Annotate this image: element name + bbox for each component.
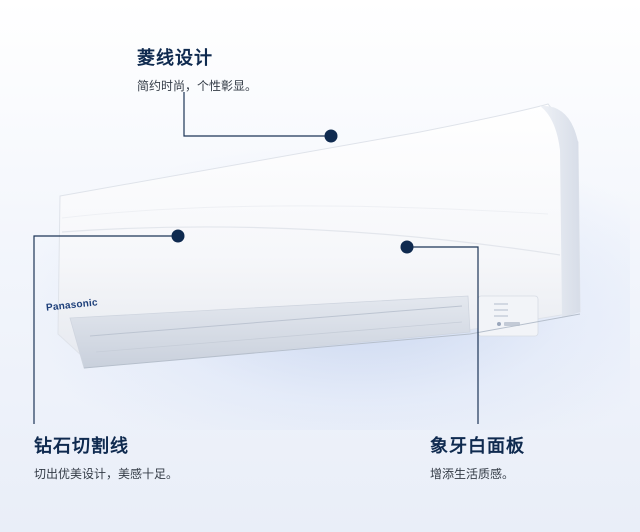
callout-dot-right bbox=[400, 240, 414, 254]
callout-line-right bbox=[407, 246, 479, 424]
callout-line-left bbox=[33, 235, 178, 424]
unit-shadow-edge bbox=[83, 313, 581, 369]
diamond-cut-line bbox=[61, 226, 561, 256]
callout-right: 象牙白面板 增添生活质感。 bbox=[430, 432, 525, 482]
callout-left: 钻石切割线 切出优美设计，美感十足。 bbox=[34, 432, 178, 482]
callout-top-title: 菱线设计 bbox=[137, 48, 213, 69]
callout-left-subtitle: 切出优美设计，美感十足。 bbox=[34, 467, 179, 481]
callout-top-subtitle: 简约时尚，个性彰显。 bbox=[137, 79, 258, 93]
vane-line-2 bbox=[95, 321, 463, 353]
unit-side-panel bbox=[540, 105, 580, 319]
callout-dot-top bbox=[324, 129, 338, 143]
display-dot bbox=[497, 322, 501, 326]
display-indicator bbox=[504, 322, 520, 326]
callout-dot-left bbox=[171, 229, 185, 243]
upper-crease bbox=[61, 205, 549, 219]
callout-right-subtitle: 增添生活质感。 bbox=[430, 467, 515, 481]
unit-bottom-vane bbox=[69, 295, 471, 369]
callout-top: 菱线设计 简约时尚，个性彰显。 bbox=[137, 44, 257, 94]
callout-left-title: 钻石切割线 bbox=[34, 436, 129, 457]
callout-right-title: 象牙白面板 bbox=[430, 436, 525, 457]
vane-line bbox=[89, 305, 463, 337]
callout-line-top bbox=[183, 92, 331, 137]
